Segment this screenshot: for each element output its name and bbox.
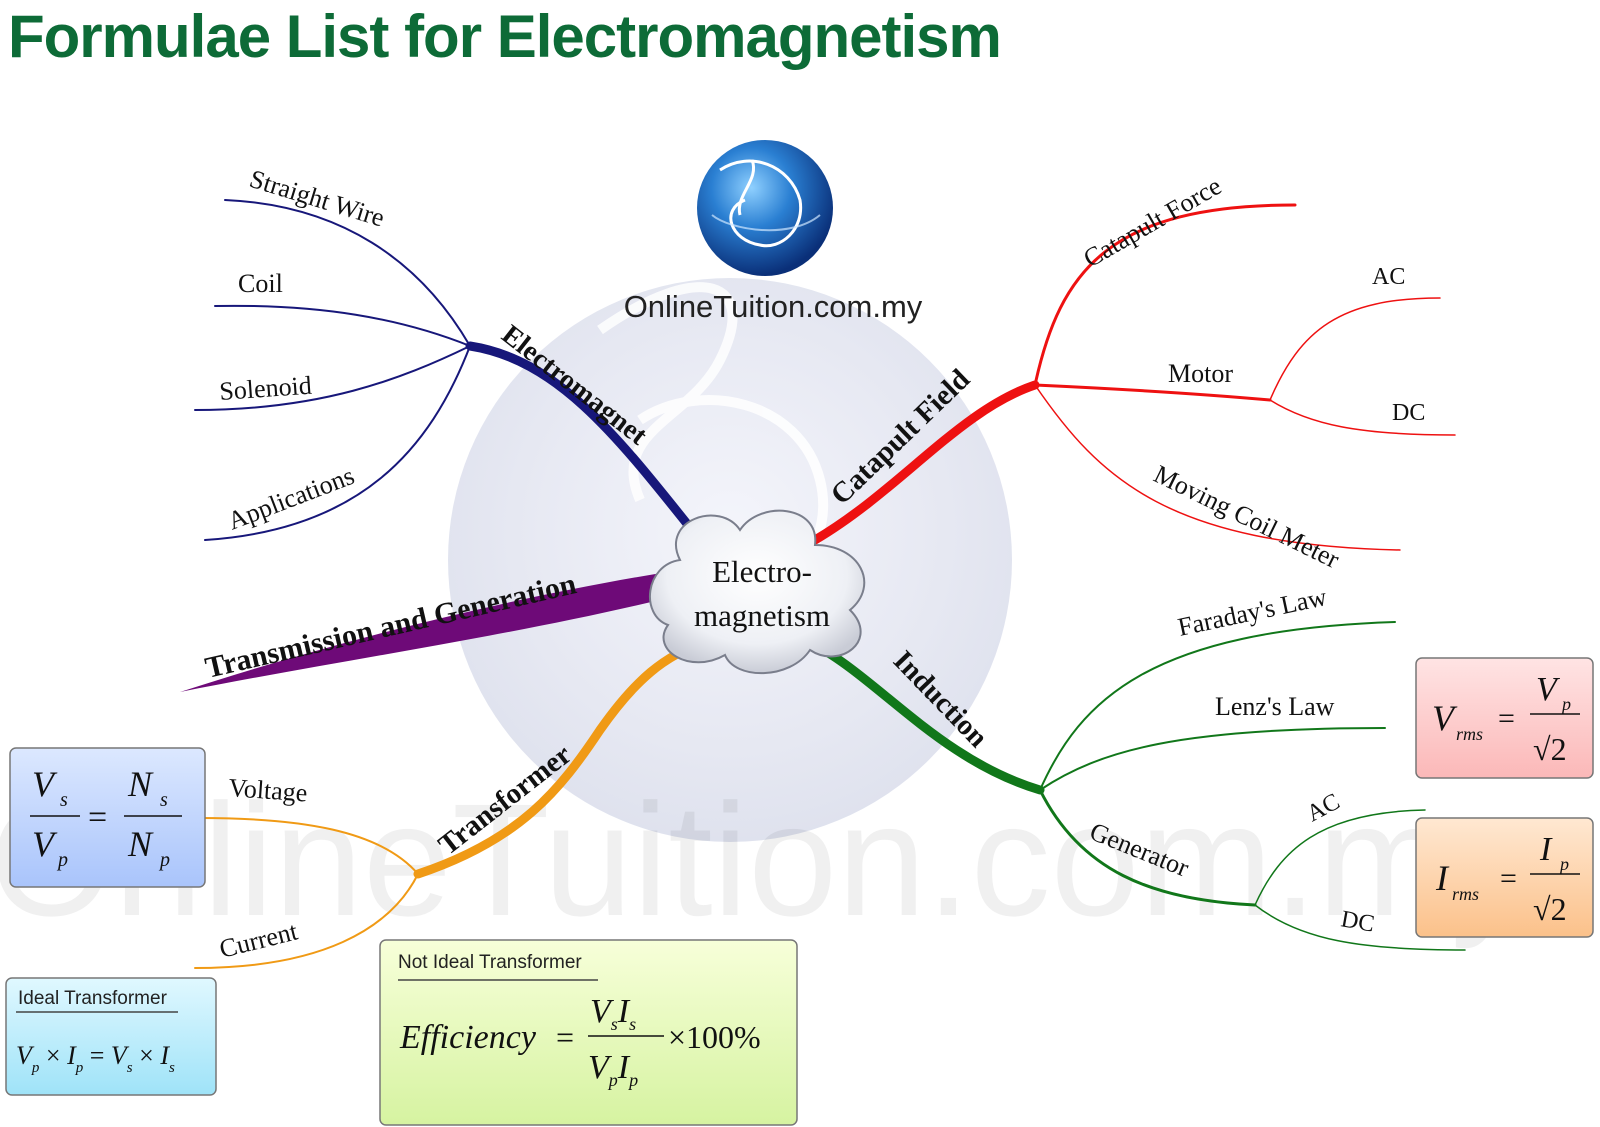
branch-induction (810, 621, 1466, 951)
node-straight-wire: Straight Wire (246, 164, 388, 232)
sub-p: p (56, 849, 68, 871)
node-catapult-force: Catapult Force (1079, 171, 1227, 273)
sub-p-2: p (158, 849, 170, 871)
equals: = (88, 799, 107, 836)
page-title: Formulae List for Electromagnetism (8, 3, 1002, 70)
node-solenoid: Solenoid (218, 371, 312, 406)
node-motor-ac: AC (1372, 264, 1405, 290)
central-topic-cloud (648, 509, 866, 675)
efficiency-title: Not Ideal Transformer (398, 952, 582, 973)
efficiency-label: Efficiency (399, 1019, 537, 1056)
irms-num: I (1539, 831, 1553, 868)
irms-symbol: I (1435, 858, 1450, 898)
sub-s-2: s (160, 789, 168, 811)
irms-equals: = (1500, 862, 1517, 895)
logo-text: OnlineTuition.com.my (624, 289, 923, 324)
branch-electromagnet (194, 199, 705, 545)
formula-box-efficiency: Not Ideal Transformer Efficiency = VsIs … (379, 939, 798, 1126)
irms-num-sub: p (1558, 854, 1569, 874)
ideal-title: Ideal Transformer (18, 988, 168, 1009)
irms-root: √2 (1533, 891, 1567, 927)
node-moving-coil-meter: Moving Coil Meter (1149, 459, 1344, 574)
node-motor: Motor (1168, 359, 1233, 388)
symbol-vs: V (32, 764, 58, 804)
globe-icon (697, 140, 833, 276)
branch-transformer (194, 637, 710, 969)
vrms-sub: rms (1456, 724, 1483, 744)
central-topic-line1: Electro- (712, 554, 812, 589)
efficiency-equals: = (556, 1019, 574, 1055)
vrms-symbol: V (1432, 698, 1458, 738)
vrms-root: √2 (1533, 731, 1567, 767)
branch-transmission (180, 570, 680, 692)
node-generator-dc: DC (1339, 906, 1376, 937)
node-lenzs-law: Lenz's Law (1215, 692, 1335, 721)
node-voltage: Voltage (228, 773, 309, 807)
irms-sub: rms (1452, 884, 1479, 904)
vrms-num-sub: p (1560, 694, 1571, 714)
formula-box-ideal: Ideal Transformer Vp × Ip = Vs × Is (5, 977, 217, 1096)
formula-box-vrms: V rms = V p √2 (1415, 657, 1594, 779)
vrms-equals: = (1498, 702, 1515, 735)
node-coil: Coil (238, 269, 283, 298)
efficiency-suffix: ×100% (668, 1019, 761, 1055)
sub-s: s (60, 789, 68, 811)
central-topic-line2: magnetism (694, 598, 830, 633)
symbol-ns: N (127, 764, 154, 804)
formula-box-irms: I rms = I p √2 (1415, 817, 1594, 938)
node-faradays-law: Faraday's Law (1175, 582, 1329, 642)
formula-box-voltage-ratio: V s V p = N s N p (9, 747, 206, 888)
branch-catapult (810, 203, 1456, 551)
symbol-np: N (127, 824, 154, 864)
symbol-vp: V (32, 824, 58, 864)
node-motor-dc: DC (1392, 400, 1425, 426)
